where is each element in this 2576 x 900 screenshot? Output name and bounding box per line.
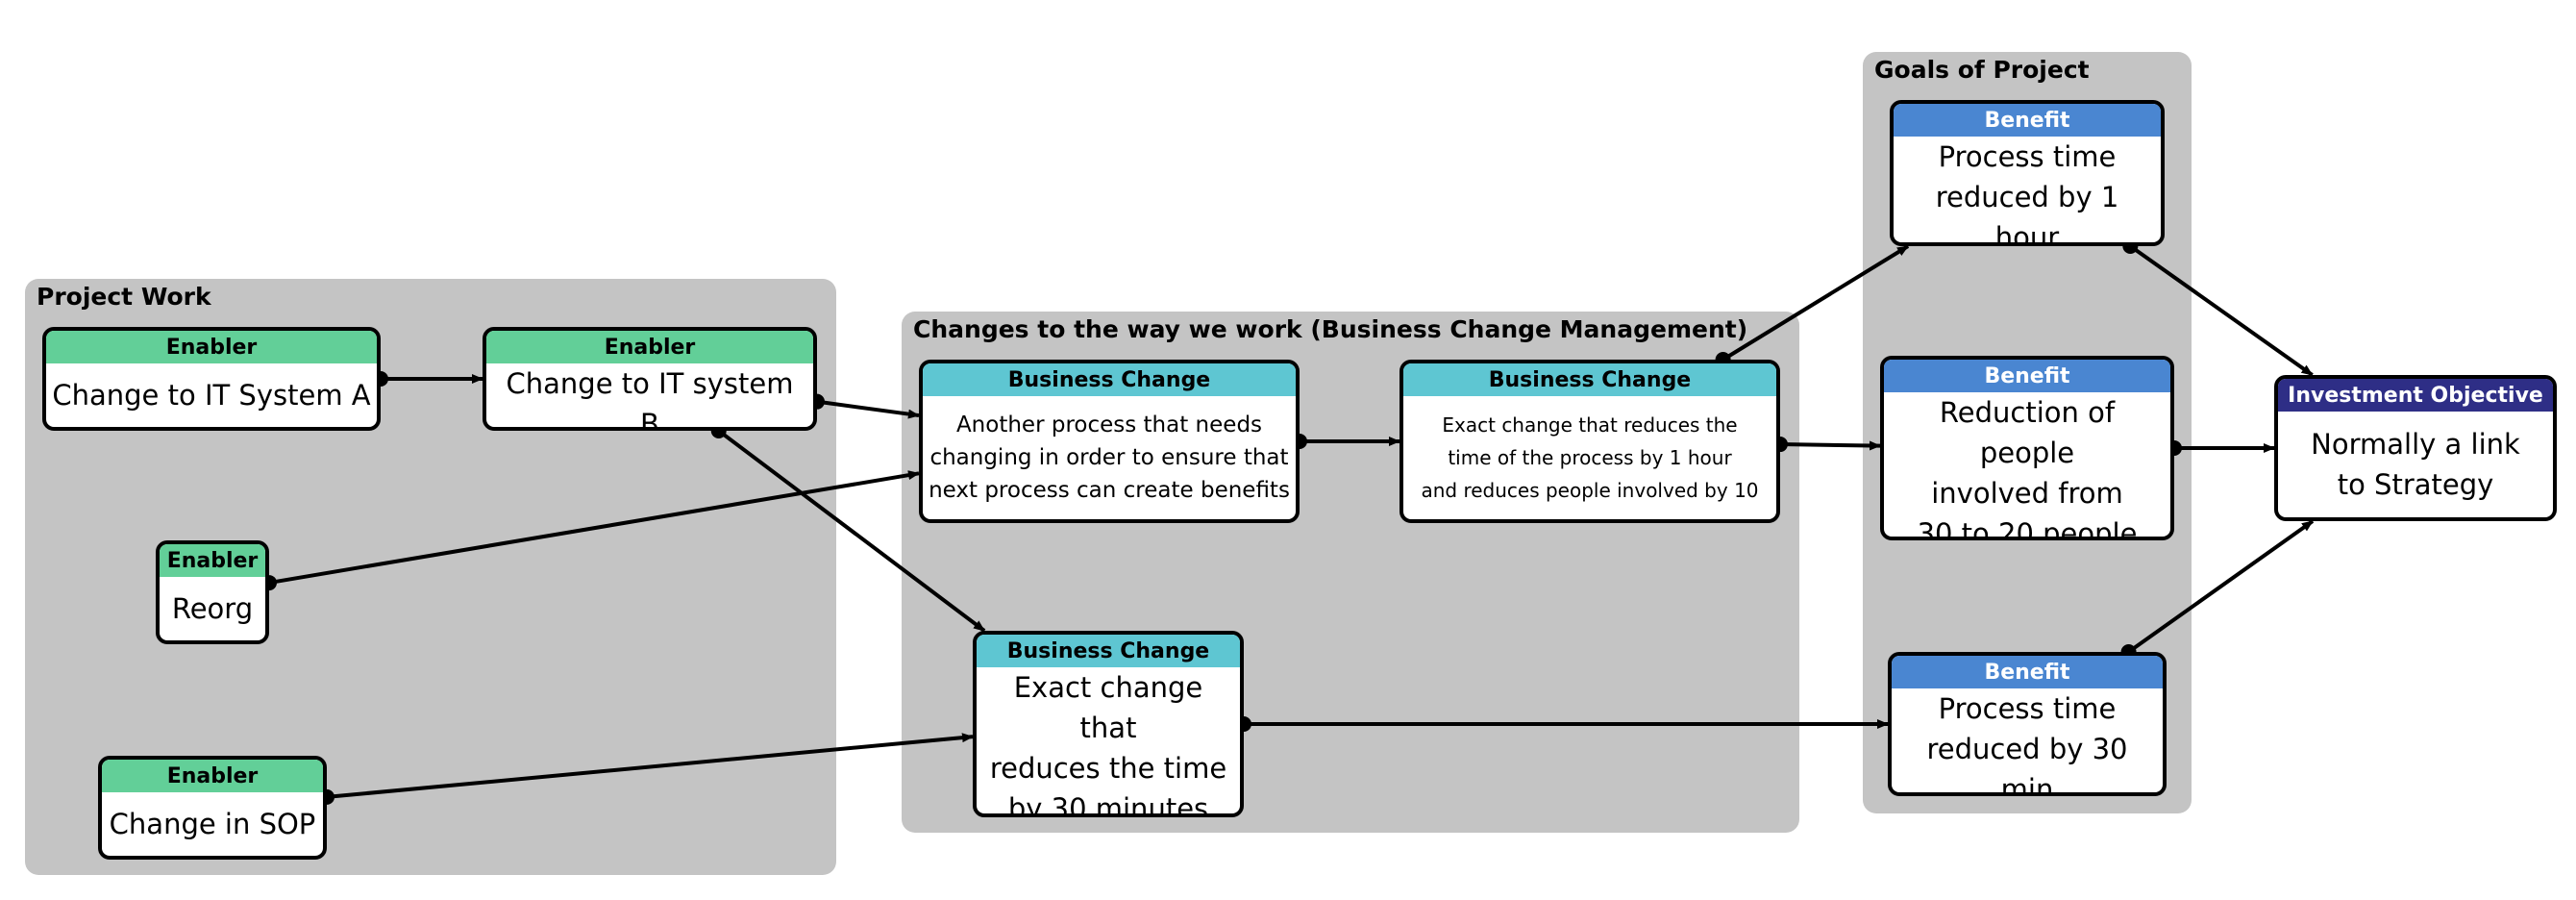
node-enabler-reorg[interactable]: Enabler Reorg xyxy=(156,540,269,644)
edge-benefit_1h-to-objective xyxy=(2129,244,2314,377)
node-text-line: Change in SOP xyxy=(109,808,316,840)
node-text-line: Normally a link xyxy=(2311,428,2520,461)
node-enabler-it-system-a[interactable]: Enabler Change to IT System A xyxy=(42,327,381,431)
node-text: Reorg xyxy=(160,577,265,640)
node-type-label: Enabler xyxy=(160,544,265,577)
node-text: Another process that needs changing in o… xyxy=(923,396,1296,519)
edge-bc_exact_1h-to-benefit_1h xyxy=(1721,244,1910,362)
node-type-label: Business Change xyxy=(923,363,1296,396)
group-title: Goals of Project xyxy=(1874,56,2090,84)
node-text: Change in SOP xyxy=(102,792,323,856)
node-type-label: Benefit xyxy=(1892,656,2163,688)
node-text-line: by 30 minutes xyxy=(1007,792,1209,817)
node-benefit-process-time-30-min[interactable]: Benefit Process time reduced by 30 min xyxy=(1888,652,2167,796)
node-text: Change to IT System A xyxy=(46,363,377,427)
node-business-change-another-process[interactable]: Business Change Another process that nee… xyxy=(919,360,1300,523)
node-text-line: Process time xyxy=(1938,140,2117,173)
group-title: Project Work xyxy=(37,283,211,311)
node-investment-objective[interactable]: Investment Objective Normally a link to … xyxy=(2274,375,2557,521)
node-type-label: Enabler xyxy=(486,331,813,363)
node-text-line: reduces the time xyxy=(989,752,1227,785)
node-text-line: Change to IT System A xyxy=(52,379,371,412)
node-text: Process time reduced by 30 min xyxy=(1892,688,2163,796)
group-title: Changes to the way we work (Business Cha… xyxy=(913,315,1748,343)
node-text-line: Reorg xyxy=(171,592,254,625)
edge-enabler_it_b-to-bc_another xyxy=(816,399,920,419)
node-type-label: Benefit xyxy=(1884,360,2170,392)
node-text-line: changing in order to ensure that xyxy=(929,445,1289,470)
node-text-line: involved from xyxy=(1931,477,2123,510)
node-text: Normally a link to Strategy xyxy=(2278,412,2553,517)
node-text-line: reduced by 30 min xyxy=(1926,733,2128,796)
edge-enabler_sop-to-bc_exact_30m xyxy=(326,733,974,799)
node-text-line: and reduces people involved by 10 xyxy=(1421,479,1759,502)
edge-benefit_30m-to-objective xyxy=(2127,519,2315,654)
node-text-line: 30 to 20 people xyxy=(1917,517,2138,540)
node-text-line: Another process that needs xyxy=(955,412,1263,438)
node-benefit-process-time-1-hour[interactable]: Benefit Process time reduced by 1 hour xyxy=(1890,100,2165,246)
node-text-line: Process time xyxy=(1938,692,2117,725)
node-type-label: Benefit xyxy=(1894,104,2161,137)
node-business-change-exact-1-hour[interactable]: Business Change Exact change that reduce… xyxy=(1399,360,1780,523)
node-text-line: Exact change that reduces the xyxy=(1442,413,1738,437)
node-type-label: Investment Objective xyxy=(2278,379,2553,412)
edge-bc_exact_1h-to-benefit_people xyxy=(1779,440,1881,451)
node-type-label: Business Change xyxy=(1403,363,1776,396)
node-type-label: Enabler xyxy=(102,760,323,792)
node-type-label: Business Change xyxy=(977,635,1240,667)
node-text: Process time reduced by 1 hour xyxy=(1894,137,2161,246)
node-text-line: Exact change that xyxy=(1013,671,1203,744)
node-text-line: next process can create benefits xyxy=(929,478,1290,503)
node-enabler-sop[interactable]: Enabler Change in SOP xyxy=(98,756,327,860)
node-text-line: time of the process by 1 hour xyxy=(1448,446,1732,469)
node-enabler-it-system-b[interactable]: Enabler Change to IT system B xyxy=(483,327,817,431)
node-text: Exact change that reduces the time by 30… xyxy=(977,667,1240,817)
node-text-line: reduced by 1 hour xyxy=(1935,181,2119,246)
node-text-line: Reduction of people xyxy=(1939,396,2116,469)
edge-enabler_reorg-to-bc_another xyxy=(268,470,920,586)
node-text: Change to IT system B xyxy=(486,363,813,431)
node-text-line: Change to IT system B xyxy=(506,367,794,431)
node-benefit-reduction-of-people[interactable]: Benefit Reduction of people involved fro… xyxy=(1880,356,2174,540)
node-text-line: to Strategy xyxy=(2337,468,2494,501)
node-type-label: Enabler xyxy=(46,331,377,363)
node-text: Reduction of people involved from 30 to … xyxy=(1884,392,2170,540)
node-text: Exact change that reduces the time of th… xyxy=(1403,396,1776,519)
node-business-change-exact-30-minutes[interactable]: Business Change Exact change that reduce… xyxy=(973,631,1244,817)
edge-enabler_it_b-to-bc_exact_30m xyxy=(717,429,986,633)
